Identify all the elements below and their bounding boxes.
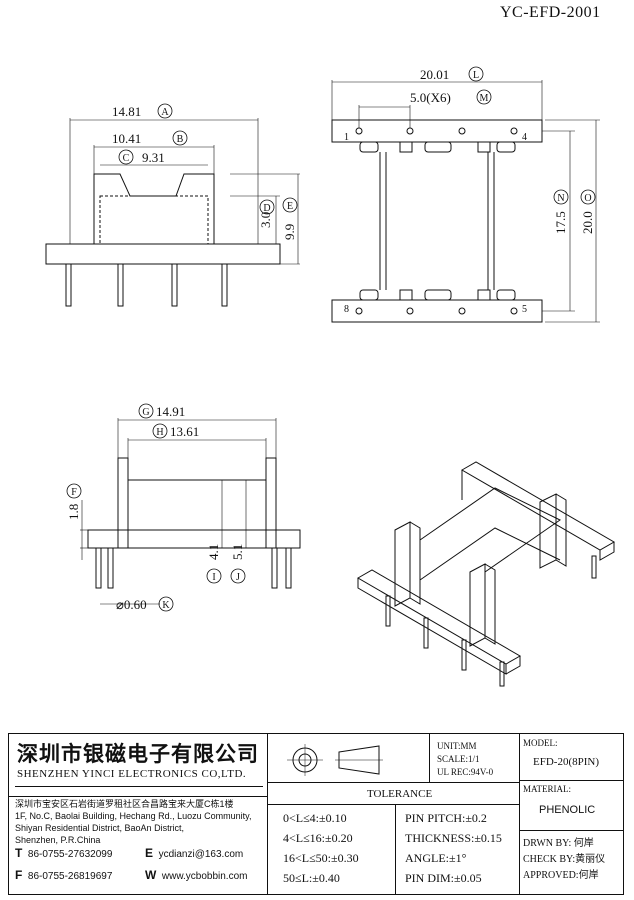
dim-inner-width: 9.31 bbox=[142, 150, 165, 165]
model-label: MODEL: bbox=[523, 738, 558, 748]
tag-a: A bbox=[161, 107, 169, 118]
tag-m: M bbox=[480, 93, 489, 104]
approvals: DRWN BY: 何岸 CHECK BY:黄丽仪 APPROVED:何岸 bbox=[523, 838, 606, 881]
pin-tolerances: PIN PITCH:±0.2 THICKNESS:±0.15 ANGLE:±1°… bbox=[405, 811, 502, 885]
tag-k: K bbox=[162, 600, 170, 611]
tag-n: N bbox=[557, 193, 564, 204]
dim-flange-height: 1.8 bbox=[66, 504, 81, 520]
dim-slot-height: 3.0 bbox=[258, 212, 273, 228]
drawing-code: YC-EFD-2001 bbox=[500, 4, 601, 21]
pin-label-1: 1 bbox=[344, 132, 349, 143]
dim-flange-width: 14.91 bbox=[156, 404, 185, 419]
tag-b: B bbox=[177, 134, 184, 145]
projection-symbol-icon bbox=[287, 744, 383, 776]
tag-g: G bbox=[142, 407, 149, 418]
dim-body-width: 13.61 bbox=[170, 424, 199, 439]
title-block: 深圳市银磁电子有限公司 SHENZHEN YINCI ELECTRONICS C… bbox=[8, 733, 624, 895]
company-name-cn: 深圳市银磁电子有限公司 bbox=[17, 741, 259, 766]
units-info: UNIT:MM SCALE:1/1 UL REC:94V-0 bbox=[437, 741, 494, 777]
material-value: PHENOLIC bbox=[539, 804, 596, 816]
tag-l: L bbox=[473, 70, 479, 81]
dim-total-height: 9.9 bbox=[282, 224, 297, 240]
company-name-en: SHENZHEN YINCI ELECTRONICS CO,LTD. bbox=[17, 768, 247, 780]
tag-f: F bbox=[71, 487, 77, 498]
dim-top-length: 20.01 bbox=[420, 67, 449, 82]
length-tolerances: 0<L≤4:±0.10 4<L≤16:±0.20 16<L≤50:±0.30 5… bbox=[283, 811, 359, 885]
fax: F 86-0755-26819697 bbox=[15, 868, 113, 882]
dim-pin-diameter: ⌀0.60 bbox=[116, 597, 147, 612]
pin-label-4: 4 bbox=[522, 132, 527, 143]
pin-label-5: 5 bbox=[522, 304, 527, 315]
isometric-view bbox=[356, 461, 616, 687]
email: E ycdianzi@163.com bbox=[145, 846, 244, 860]
tag-j: J bbox=[236, 572, 240, 583]
model-value: EFD-20(8PIN) bbox=[533, 756, 599, 768]
technical-drawing: 14.81 10.41 9.31 20.01 5.0(X6) 14.91 13.… bbox=[45, 66, 616, 687]
material-label: MATERIAL: bbox=[523, 784, 571, 794]
tag-c: C bbox=[123, 153, 130, 164]
tag-i: I bbox=[212, 572, 215, 583]
tag-d: D bbox=[263, 203, 270, 214]
dim-j: 5.1 bbox=[230, 544, 245, 560]
address: 深圳市宝安区石岩街道罗租社区合昌路宝来大厦C栋1楼 1F, No.C, Baol… bbox=[15, 799, 252, 845]
dim-pin-pitch: 5.0(X6) bbox=[410, 90, 451, 105]
dim-slot-width: 10.41 bbox=[112, 131, 141, 146]
dim-overall-width: 14.81 bbox=[112, 104, 141, 119]
front-view bbox=[45, 118, 300, 307]
tel: T 86-0755-27632099 bbox=[15, 846, 113, 860]
side-view bbox=[80, 418, 301, 605]
tag-o: O bbox=[584, 193, 591, 204]
tag-h: H bbox=[156, 427, 163, 438]
tag-e: E bbox=[287, 201, 293, 212]
pin-label-8: 8 bbox=[344, 304, 349, 315]
website[interactable]: W www.ycbobbin.com bbox=[145, 868, 248, 882]
tolerance-title: TOLERANCE bbox=[367, 788, 433, 800]
top-view bbox=[331, 80, 600, 323]
dim-top-inner: 17.5 bbox=[553, 211, 568, 234]
dim-i: 4.1 bbox=[206, 544, 221, 560]
dim-top-outer: 20.0 bbox=[580, 211, 595, 234]
